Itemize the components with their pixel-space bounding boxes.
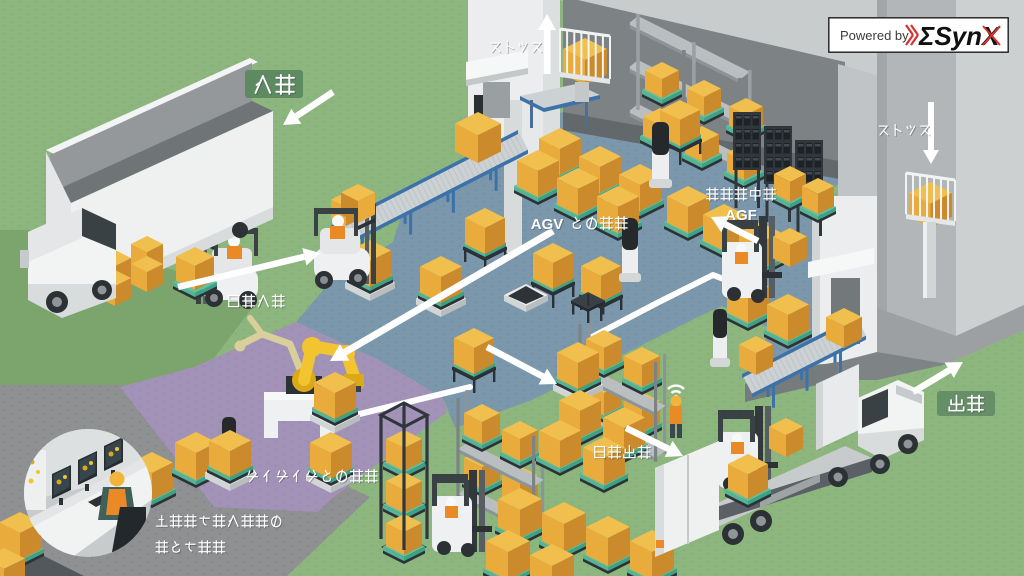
svg-text:AGF: AGF — [726, 208, 758, 225]
svg-text:ΣSynX: ΣSynX — [918, 21, 1001, 51]
svg-text:AGF: AGF — [725, 207, 757, 224]
svg-text:Powered by: Powered by — [840, 28, 909, 43]
svg-text:AGV: AGV — [532, 217, 565, 234]
svg-text:AGV: AGV — [531, 216, 564, 233]
